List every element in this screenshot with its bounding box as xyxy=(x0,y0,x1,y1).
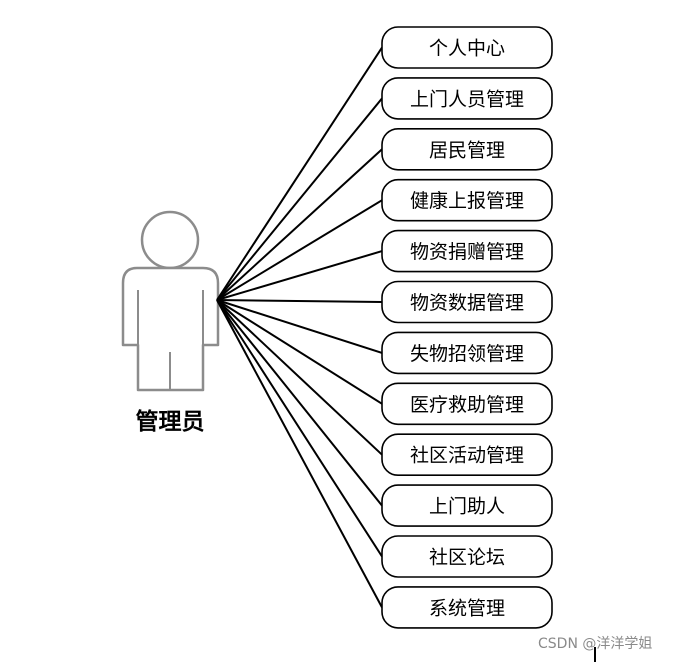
use-case-box xyxy=(381,535,553,578)
use-case-box xyxy=(381,128,553,171)
connector-line xyxy=(216,299,383,608)
use-case-box xyxy=(381,382,553,426)
connector-line xyxy=(216,46,383,301)
connector-line xyxy=(216,250,383,301)
use-case-node: 系统管理 xyxy=(381,586,553,629)
connector-line xyxy=(216,299,383,354)
actor-head xyxy=(140,210,200,270)
use-case-label: 社区论坛 xyxy=(429,547,505,569)
connector-line xyxy=(216,299,383,507)
use-case-box xyxy=(381,26,553,69)
use-case-node: 居民管理 xyxy=(381,128,553,171)
use-case-list: 个人中心上门人员管理居民管理健康上报管理物资捐赠管理物资数据管理失物招领管理医疗… xyxy=(381,26,553,629)
use-case-box xyxy=(381,331,553,375)
use-case-box xyxy=(381,586,553,629)
connector-line xyxy=(216,299,383,456)
use-case-label: 系统管理 xyxy=(429,597,505,619)
use-case-node: 物资捐赠管理 xyxy=(381,229,553,273)
use-case-node: 上门助人 xyxy=(381,484,553,527)
use-case-node: 社区论坛 xyxy=(381,535,553,578)
actor-label: 管理员 xyxy=(136,408,205,435)
actor-body xyxy=(121,266,220,392)
use-case-label: 居民管理 xyxy=(429,139,505,161)
connector-line xyxy=(216,199,383,301)
use-case-node: 物资数据管理 xyxy=(381,280,553,324)
use-case-box xyxy=(381,280,553,324)
use-case-label: 医疗救助管理 xyxy=(410,394,524,416)
connector-line xyxy=(216,299,383,558)
use-case-label: 物资数据管理 xyxy=(410,292,524,314)
text-cursor-mark xyxy=(594,647,596,662)
connector-lines xyxy=(216,46,383,608)
use-case-label: 失物招领管理 xyxy=(410,343,524,365)
connector-line xyxy=(216,148,383,301)
use-case-label: 上门助人 xyxy=(429,496,505,518)
csdn-watermark: CSDN @洋洋学姐 xyxy=(538,636,653,652)
use-case-node: 失物招领管理 xyxy=(381,331,553,375)
use-case-box xyxy=(381,178,553,222)
connector-line xyxy=(216,299,383,303)
use-case-node: 上门人员管理 xyxy=(381,77,553,120)
actor-figure xyxy=(121,210,220,392)
use-case-label: 个人中心 xyxy=(429,38,505,60)
use-case-box xyxy=(381,77,553,120)
use-case-node: 社区活动管理 xyxy=(381,433,553,477)
use-case-node: 医疗救助管理 xyxy=(381,382,553,426)
use-case-node: 健康上报管理 xyxy=(381,178,553,222)
connector-line xyxy=(216,299,383,405)
use-case-box xyxy=(381,229,553,273)
connector-line xyxy=(216,97,383,301)
use-case-label: 物资捐赠管理 xyxy=(410,241,524,263)
use-case-label: 社区活动管理 xyxy=(410,445,524,467)
use-case-label: 上门人员管理 xyxy=(410,88,524,110)
use-case-box xyxy=(381,433,553,477)
use-case-label: 健康上报管理 xyxy=(410,190,524,212)
use-case-node: 个人中心 xyxy=(381,26,553,69)
use-case-box xyxy=(381,484,553,527)
